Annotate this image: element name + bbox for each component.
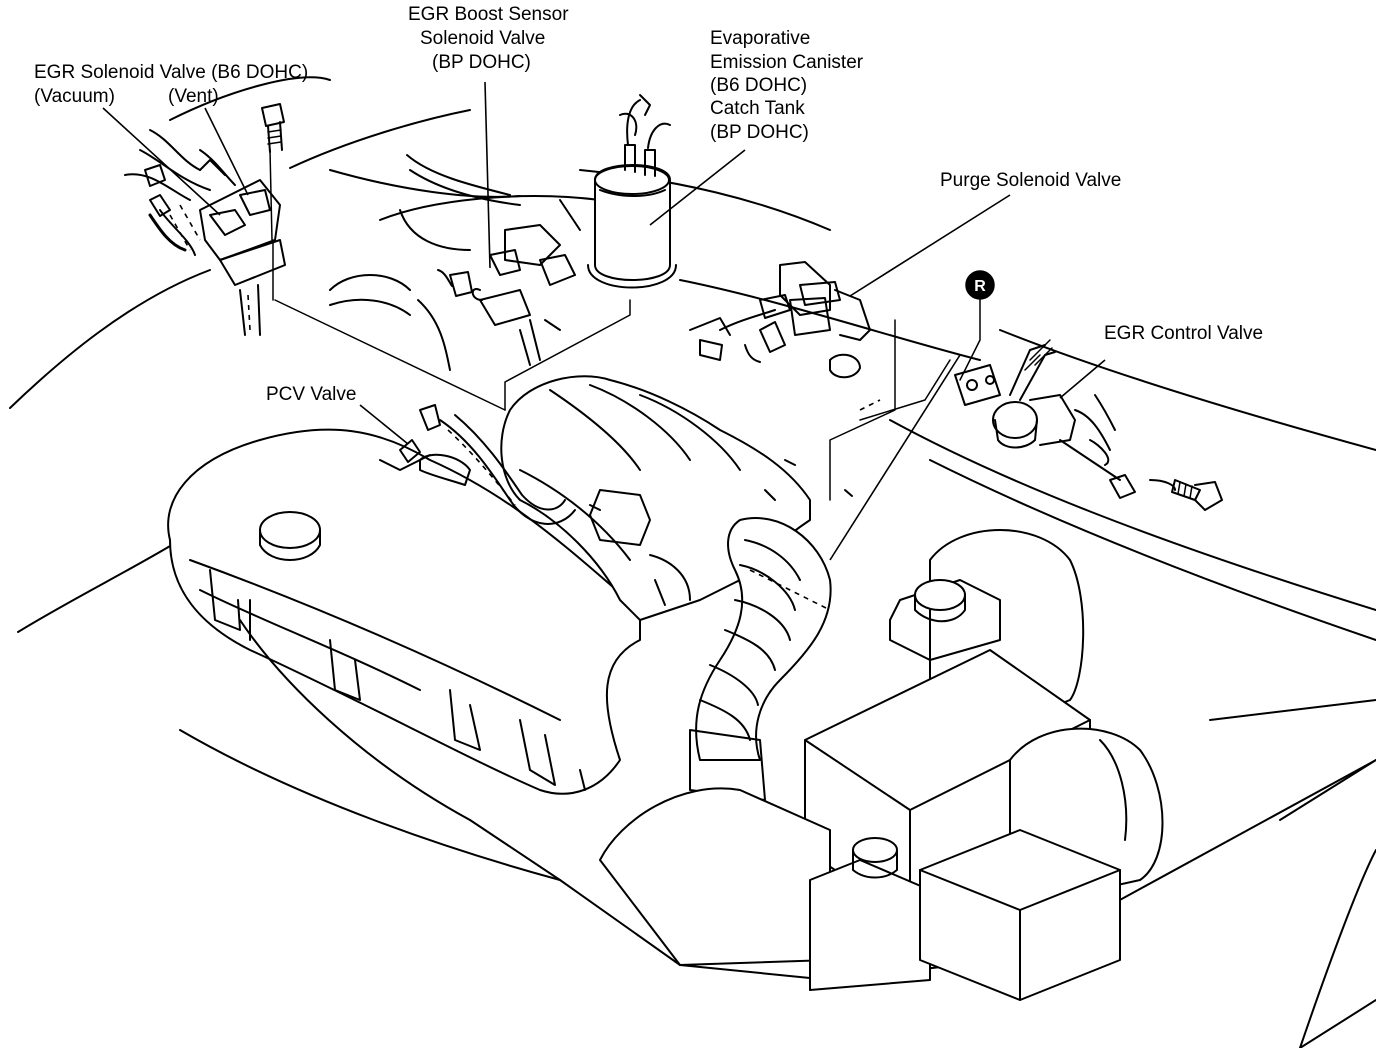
replace-part-badge-letter: R [974,278,986,295]
label-evap-b6-dohc: (B6 DOHC) [710,75,807,96]
misc-fasteners [589,459,853,511]
label-egr-boost-sensor: EGR Boost Sensor [408,4,569,25]
label-catch-tank-bp-dohc: (BP DOHC) [710,122,809,143]
leader-lines [102,81,1106,561]
label-catch-tank: Catch Tank [710,98,805,119]
label-vent: (Vent) [168,86,219,107]
pcv-hose [399,404,576,525]
evaporative-canister [504,94,677,411]
cylinder-head [167,428,641,881]
label-egr-control-valve: EGR Control Valve [1104,323,1263,344]
label-egr-boost-bp-dohc: (BP DOHC) [432,52,531,73]
front-boxes [599,787,1121,1001]
callout-labels: EGR Solenoid Valve (B6 DOHC) (Vacuum) (V… [34,4,1263,405]
purge-solenoid-valve [689,261,896,501]
label-egr-boost-solenoid: Solenoid Valve [420,28,545,49]
air-intake-duct [689,517,832,801]
label-pcv-valve: PCV Valve [266,384,356,405]
egr-boost-sensor-solenoid [329,154,581,371]
label-evaporative: Evaporative [710,28,810,49]
label-purge-solenoid-valve: Purge Solenoid Valve [940,170,1121,191]
egr-control-valve [859,270,1223,511]
label-emission-canister: Emission Canister [710,52,864,73]
label-egr-solenoid-valve: EGR Solenoid Valve (B6 DOHC) [34,62,308,83]
label-vacuum: (Vacuum) [34,86,115,107]
